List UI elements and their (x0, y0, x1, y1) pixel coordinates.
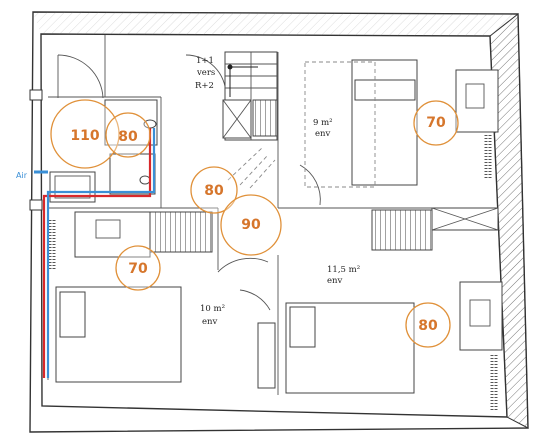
badge-bathroom-large: 110 (50, 99, 120, 169)
badge-top-right-desk-value: 70 (426, 115, 446, 131)
badge-bottom-right-desk-value: 80 (418, 318, 438, 334)
badge-landing-value: 80 (204, 183, 224, 199)
room-labels: 9 m² env 11,5 m² env 10 m² env (200, 118, 360, 327)
badges: 110 80 70 80 90 70 80 (50, 99, 459, 348)
desks-and-storage (48, 69, 503, 410)
air-label: Air (16, 171, 28, 180)
badge-left-desk: 70 (115, 245, 161, 291)
badge-hall-value: 90 (241, 217, 261, 233)
room-env-middle-right: env (327, 276, 343, 286)
badge-bottom-right-desk: 80 (405, 302, 451, 348)
badge-bathroom-small: 80 (105, 112, 151, 158)
bathroom-fixtures (49, 99, 158, 203)
badge-hall: 90 (220, 194, 282, 256)
room-area-bottom-left: 10 m² (200, 304, 225, 314)
stair-note-line2: vers (196, 68, 215, 78)
ventilation-ducts: Air (16, 128, 156, 378)
beds (55, 59, 418, 394)
stair-note-line1: 1+1 (196, 56, 214, 66)
badge-bathroom-large-value: 110 (70, 128, 99, 144)
badge-landing: 80 (190, 166, 238, 214)
badge-bathroom-small-value: 80 (118, 129, 138, 145)
badge-left-desk-value: 70 (128, 261, 148, 277)
room-area-middle-right: 11,5 m² (327, 265, 360, 275)
badge-top-right-desk: 70 (413, 100, 459, 146)
room-env-bottom-left: env (202, 317, 218, 327)
doors (57, 54, 321, 311)
stair-note-line3: R+2 (195, 81, 214, 91)
stair-note: 1+1 vers R+2 (195, 56, 215, 91)
room-area-top-right: 9 m² (313, 118, 333, 128)
room-env-top-right: env (315, 129, 331, 139)
outer-walls (29, 11, 529, 433)
staircase (222, 51, 278, 189)
